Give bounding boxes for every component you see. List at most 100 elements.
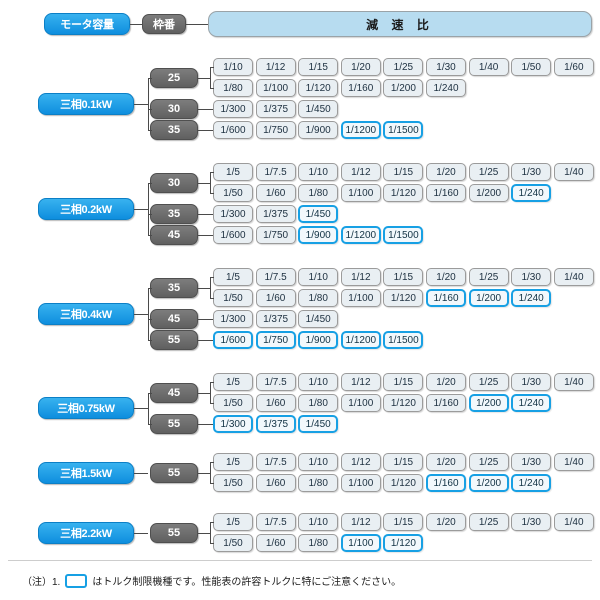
ratio-chip[interactable]: 1/100	[340, 394, 381, 412]
motor-capacity-box[interactable]: 三相0.1kW	[38, 92, 134, 115]
ratio-chip[interactable]: 1/15	[383, 513, 424, 531]
ratio-chip[interactable]: 1/25	[468, 268, 509, 286]
ratio-chip[interactable]: 1/240	[511, 474, 552, 492]
ratio-chip[interactable]: 1/40	[553, 163, 594, 181]
ratio-chip[interactable]: 1/30	[511, 373, 552, 391]
ratio-chip[interactable]: 1/100	[340, 184, 381, 202]
ratio-chip[interactable]: 1/60	[553, 58, 594, 76]
motor-capacity-box[interactable]: 三相0.2kW	[38, 197, 134, 220]
ratio-chip[interactable]: 1/100	[340, 474, 381, 492]
ratio-chip[interactable]: 1/10	[298, 163, 339, 181]
ratio-chip[interactable]: 1/240	[426, 79, 466, 97]
ratio-chip[interactable]: 1/50	[213, 289, 253, 307]
ratio-chip[interactable]: 1/200	[468, 474, 509, 492]
frame-number-box[interactable]: 45	[150, 309, 198, 329]
ratio-chip[interactable]: 1/7.5	[255, 163, 296, 181]
ratio-chip[interactable]: 1/20	[426, 268, 466, 286]
frame-number-box[interactable]: 30	[150, 99, 198, 119]
ratio-chip[interactable]: 1/15	[383, 373, 424, 391]
ratio-chip[interactable]: 1/600	[213, 331, 253, 349]
ratio-chip[interactable]: 1/5	[213, 373, 253, 391]
ratio-chip[interactable]: 1/100	[255, 79, 296, 97]
ratio-chip[interactable]: 1/450	[298, 415, 339, 433]
ratio-chip[interactable]: 1/50	[213, 394, 253, 412]
ratio-chip[interactable]: 1/80	[298, 474, 339, 492]
ratio-chip[interactable]: 1/80	[298, 289, 339, 307]
ratio-chip[interactable]: 1/120	[383, 289, 424, 307]
ratio-chip[interactable]: 1/120	[298, 79, 339, 97]
ratio-chip[interactable]: 1/300	[213, 310, 253, 328]
ratio-chip[interactable]: 1/50	[213, 184, 253, 202]
ratio-chip[interactable]: 1/240	[511, 394, 552, 412]
ratio-chip[interactable]: 1/200	[468, 394, 509, 412]
ratio-chip[interactable]: 1/80	[298, 534, 339, 552]
ratio-chip[interactable]: 1/30	[511, 268, 552, 286]
ratio-chip[interactable]: 1/750	[255, 226, 296, 244]
ratio-chip[interactable]: 1/10	[298, 373, 339, 391]
ratio-chip[interactable]: 1/300	[213, 415, 253, 433]
ratio-chip[interactable]: 1/50	[213, 534, 253, 552]
ratio-chip[interactable]: 1/20	[340, 58, 381, 76]
motor-capacity-box[interactable]: 三相1.5kW	[38, 461, 134, 484]
ratio-chip[interactable]: 1/900	[298, 331, 339, 349]
ratio-chip[interactable]: 1/30	[511, 163, 552, 181]
ratio-chip[interactable]: 1/20	[426, 373, 466, 391]
ratio-chip[interactable]: 1/1500	[383, 226, 424, 244]
ratio-chip[interactable]: 1/25	[468, 513, 509, 531]
ratio-chip[interactable]: 1/15	[298, 58, 339, 76]
ratio-chip[interactable]: 1/375	[255, 205, 296, 223]
ratio-chip[interactable]: 1/5	[213, 513, 253, 531]
ratio-chip[interactable]: 1/12	[340, 163, 381, 181]
ratio-chip[interactable]: 1/10	[213, 58, 253, 76]
ratio-chip[interactable]: 1/80	[213, 79, 253, 97]
ratio-chip[interactable]: 1/60	[255, 534, 296, 552]
ratio-chip[interactable]: 1/7.5	[255, 268, 296, 286]
frame-number-box[interactable]: 55	[150, 462, 198, 483]
ratio-chip[interactable]: 1/20	[426, 513, 466, 531]
ratio-chip[interactable]: 1/160	[426, 184, 466, 202]
frame-number-box[interactable]: 25	[150, 67, 198, 88]
ratio-chip[interactable]: 1/100	[340, 289, 381, 307]
motor-capacity-box[interactable]: 三相2.2kW	[38, 521, 134, 544]
frame-number-box[interactable]: 45	[150, 225, 198, 245]
ratio-chip[interactable]: 1/60	[255, 394, 296, 412]
ratio-chip[interactable]: 1/200	[383, 79, 424, 97]
ratio-chip[interactable]: 1/1200	[340, 331, 381, 349]
ratio-chip[interactable]: 1/40	[553, 453, 594, 471]
ratio-chip[interactable]: 1/25	[468, 373, 509, 391]
ratio-chip[interactable]: 1/40	[553, 373, 594, 391]
frame-number-box[interactable]: 55	[150, 522, 198, 543]
ratio-chip[interactable]: 1/120	[383, 474, 424, 492]
ratio-chip[interactable]: 1/60	[255, 474, 296, 492]
frame-number-box[interactable]: 55	[150, 330, 198, 350]
ratio-chip[interactable]: 1/240	[511, 184, 552, 202]
ratio-chip[interactable]: 1/375	[255, 310, 296, 328]
ratio-chip[interactable]: 1/1200	[340, 226, 381, 244]
ratio-chip[interactable]: 1/375	[255, 100, 296, 118]
ratio-chip[interactable]: 1/750	[255, 331, 296, 349]
ratio-chip[interactable]: 1/15	[383, 163, 424, 181]
frame-number-box[interactable]: 35	[150, 277, 198, 298]
ratio-chip[interactable]: 1/5	[213, 453, 253, 471]
ratio-chip[interactable]: 1/7.5	[255, 513, 296, 531]
motor-capacity-box[interactable]: 三相0.75kW	[38, 397, 134, 420]
ratio-chip[interactable]: 1/12	[340, 373, 381, 391]
ratio-chip[interactable]: 1/1500	[383, 121, 424, 139]
ratio-chip[interactable]: 1/40	[553, 513, 594, 531]
ratio-chip[interactable]: 1/15	[383, 453, 424, 471]
frame-number-box[interactable]: 30	[150, 172, 198, 193]
ratio-chip[interactable]: 1/40	[468, 58, 509, 76]
frame-number-box[interactable]: 55	[150, 414, 198, 434]
ratio-chip[interactable]: 1/300	[213, 205, 253, 223]
ratio-chip[interactable]: 1/50	[511, 58, 552, 76]
ratio-chip[interactable]: 1/20	[426, 163, 466, 181]
ratio-chip[interactable]: 1/60	[255, 289, 296, 307]
ratio-chip[interactable]: 1/30	[426, 58, 466, 76]
ratio-chip[interactable]: 1/25	[383, 58, 424, 76]
ratio-chip[interactable]: 1/25	[468, 163, 509, 181]
ratio-chip[interactable]: 1/10	[298, 513, 339, 531]
ratio-chip[interactable]: 1/80	[298, 394, 339, 412]
ratio-chip[interactable]: 1/900	[298, 226, 339, 244]
ratio-chip[interactable]: 1/100	[340, 534, 381, 552]
ratio-chip[interactable]: 1/80	[298, 184, 339, 202]
